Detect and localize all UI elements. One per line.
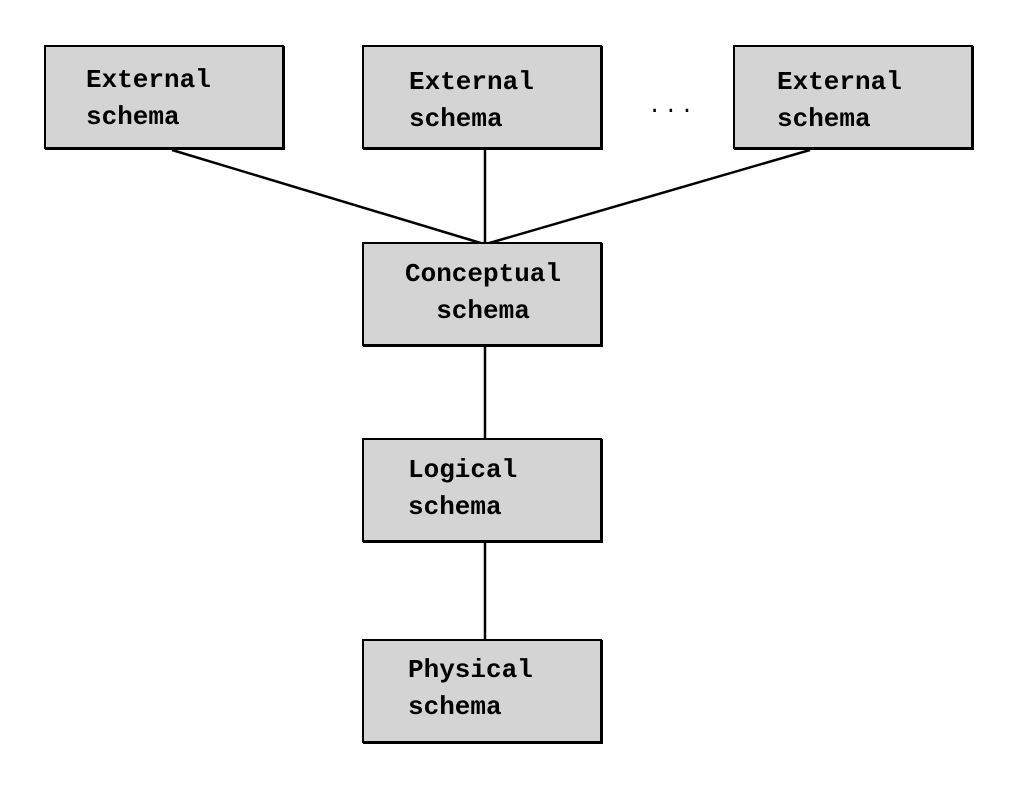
physical-schema-box [362, 639, 602, 743]
conceptual-schema-label: Conceptual schema [388, 256, 578, 330]
physical-schema-line1: Physical [408, 655, 533, 685]
physical-schema-line2: schema [408, 692, 502, 722]
external-schema-1-line2: schema [86, 102, 180, 132]
external-schema-label-2: External schema [409, 64, 534, 138]
external-schema-2-line2: schema [409, 104, 503, 134]
external-schema-3-line2: schema [777, 104, 871, 134]
conceptual-schema-box [362, 242, 602, 346]
external-schema-label-3: External schema [777, 64, 902, 138]
logical-schema-label: Logical schema [408, 452, 517, 526]
external-schema-box-2 [362, 45, 602, 149]
logical-schema-line1: Logical [408, 455, 518, 485]
more-schemas-ellipsis: ... [648, 94, 697, 119]
connector-external-1-to-conceptual [171, 148, 485, 246]
external-schema-box-1 [44, 45, 284, 149]
connector-external-3-to-conceptual [485, 148, 811, 246]
external-schema-box-3 [733, 45, 973, 149]
physical-schema-label: Physical schema [408, 652, 533, 726]
conceptual-schema-line1: Conceptual [404, 259, 562, 289]
external-schema-3-line1: External [777, 67, 902, 97]
logical-schema-line2: schema [408, 492, 502, 522]
external-schema-2-line1: External [409, 67, 534, 97]
conceptual-schema-line2: schema [436, 296, 530, 326]
logical-schema-box [362, 438, 602, 542]
external-schema-1-line1: External [86, 65, 211, 95]
external-schema-label-1: External schema [86, 62, 211, 136]
